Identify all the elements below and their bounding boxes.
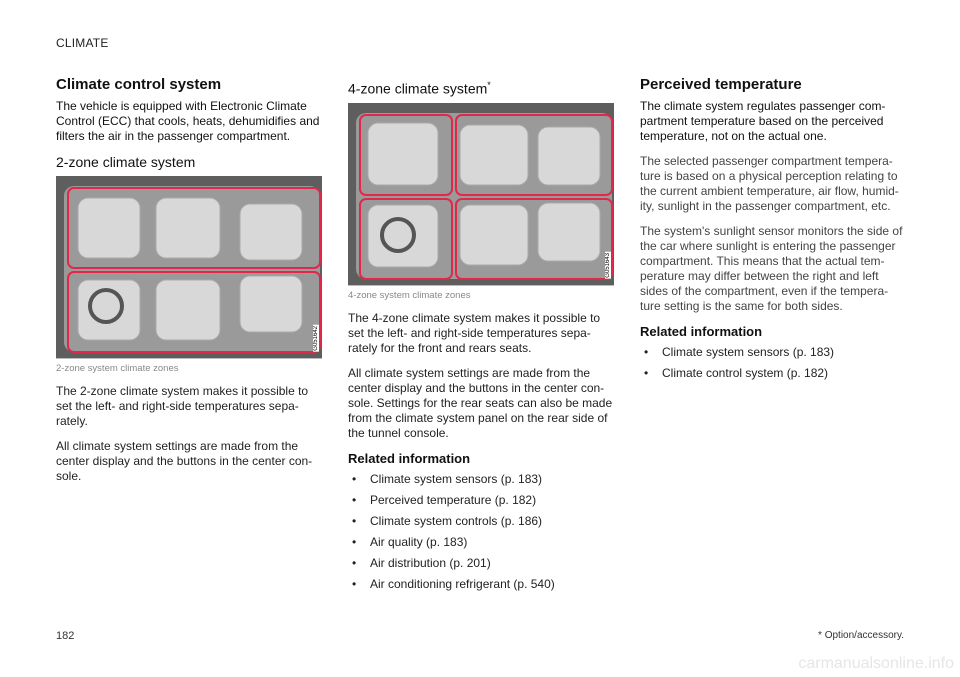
intro-paragraph: The climate system regulates passenger c… <box>640 99 886 143</box>
paragraph-4-zone-2: All climate system settings are made fro… <box>348 365 613 440</box>
related-links-list: Climate system sensors (p. 183) Climate … <box>640 345 908 381</box>
paragraph-perceived-2: The system's sunlight sensor monitors th… <box>640 224 903 313</box>
paragraph-perceived-1: The selected passenger compartment tempe… <box>640 154 899 213</box>
car-interior-illustration <box>348 102 614 285</box>
heading-2-zone: 2-zone climate system <box>56 154 196 170</box>
heading-related-information: Related information <box>348 450 471 466</box>
figure-4-zone-interior: G051643 <box>348 102 614 286</box>
watermark: carmanualsonline.info <box>798 655 954 672</box>
related-link[interactable]: Perceived temperature (p. 182) <box>348 493 614 508</box>
heading-4-zone-text: 4-zone climate system <box>348 80 488 97</box>
footnote: * Option/accessory. <box>818 630 904 641</box>
column-perceived-temperature: Perceived temperature The climate system… <box>640 76 908 387</box>
related-link[interactable]: Air quality (p. 183) <box>348 535 614 550</box>
heading-climate-control-system: Climate control system <box>56 76 222 93</box>
paragraph-2-zone-2: All climate system settings are made fro… <box>56 439 313 483</box>
option-mark: * <box>487 80 491 90</box>
image-code: G051642 <box>313 325 319 352</box>
page-number: 182 <box>56 630 75 642</box>
related-link[interactable]: Climate control system (p. 182) <box>640 366 908 381</box>
related-link[interactable]: Air conditioning refrigerant (p. 540) <box>348 577 614 592</box>
column-climate-control: Climate control system The vehicle is eq… <box>56 76 322 494</box>
heading-related-information: Related information <box>640 324 763 339</box>
heading-4-zone: 4-zone climate system* <box>348 80 614 97</box>
related-link[interactable]: Climate system controls (p. 186) <box>348 514 614 529</box>
heading-perceived-temperature: Perceived temperature <box>640 76 802 93</box>
paragraph-2-zone-1: The 2-zone climate system makes it possi… <box>56 384 309 428</box>
image-code: G051643 <box>605 251 611 279</box>
column-4-zone: 4-zone climate system* G051643 4-zone sy… <box>348 76 614 598</box>
figure-caption: 2-zone system climate zones <box>56 363 179 374</box>
car-interior-illustration <box>56 176 322 358</box>
related-link[interactable]: Climate system sensors (p. 183) <box>348 472 614 487</box>
figure-caption: 4-zone system climate zones <box>348 289 471 301</box>
section-header: CLIMATE <box>56 36 109 50</box>
paragraph-4-zone-1: The 4-zone climate system makes it possi… <box>348 310 601 355</box>
figure-2-zone-interior: G051642 <box>56 176 322 359</box>
related-link[interactable]: Climate system sensors (p. 183) <box>640 345 908 360</box>
intro-paragraph: The vehicle is equipped with Electronic … <box>56 99 320 143</box>
related-links-list: Climate system sensors (p. 183) Perceive… <box>348 472 614 592</box>
related-link[interactable]: Air distribution (p. 201) <box>348 556 614 571</box>
